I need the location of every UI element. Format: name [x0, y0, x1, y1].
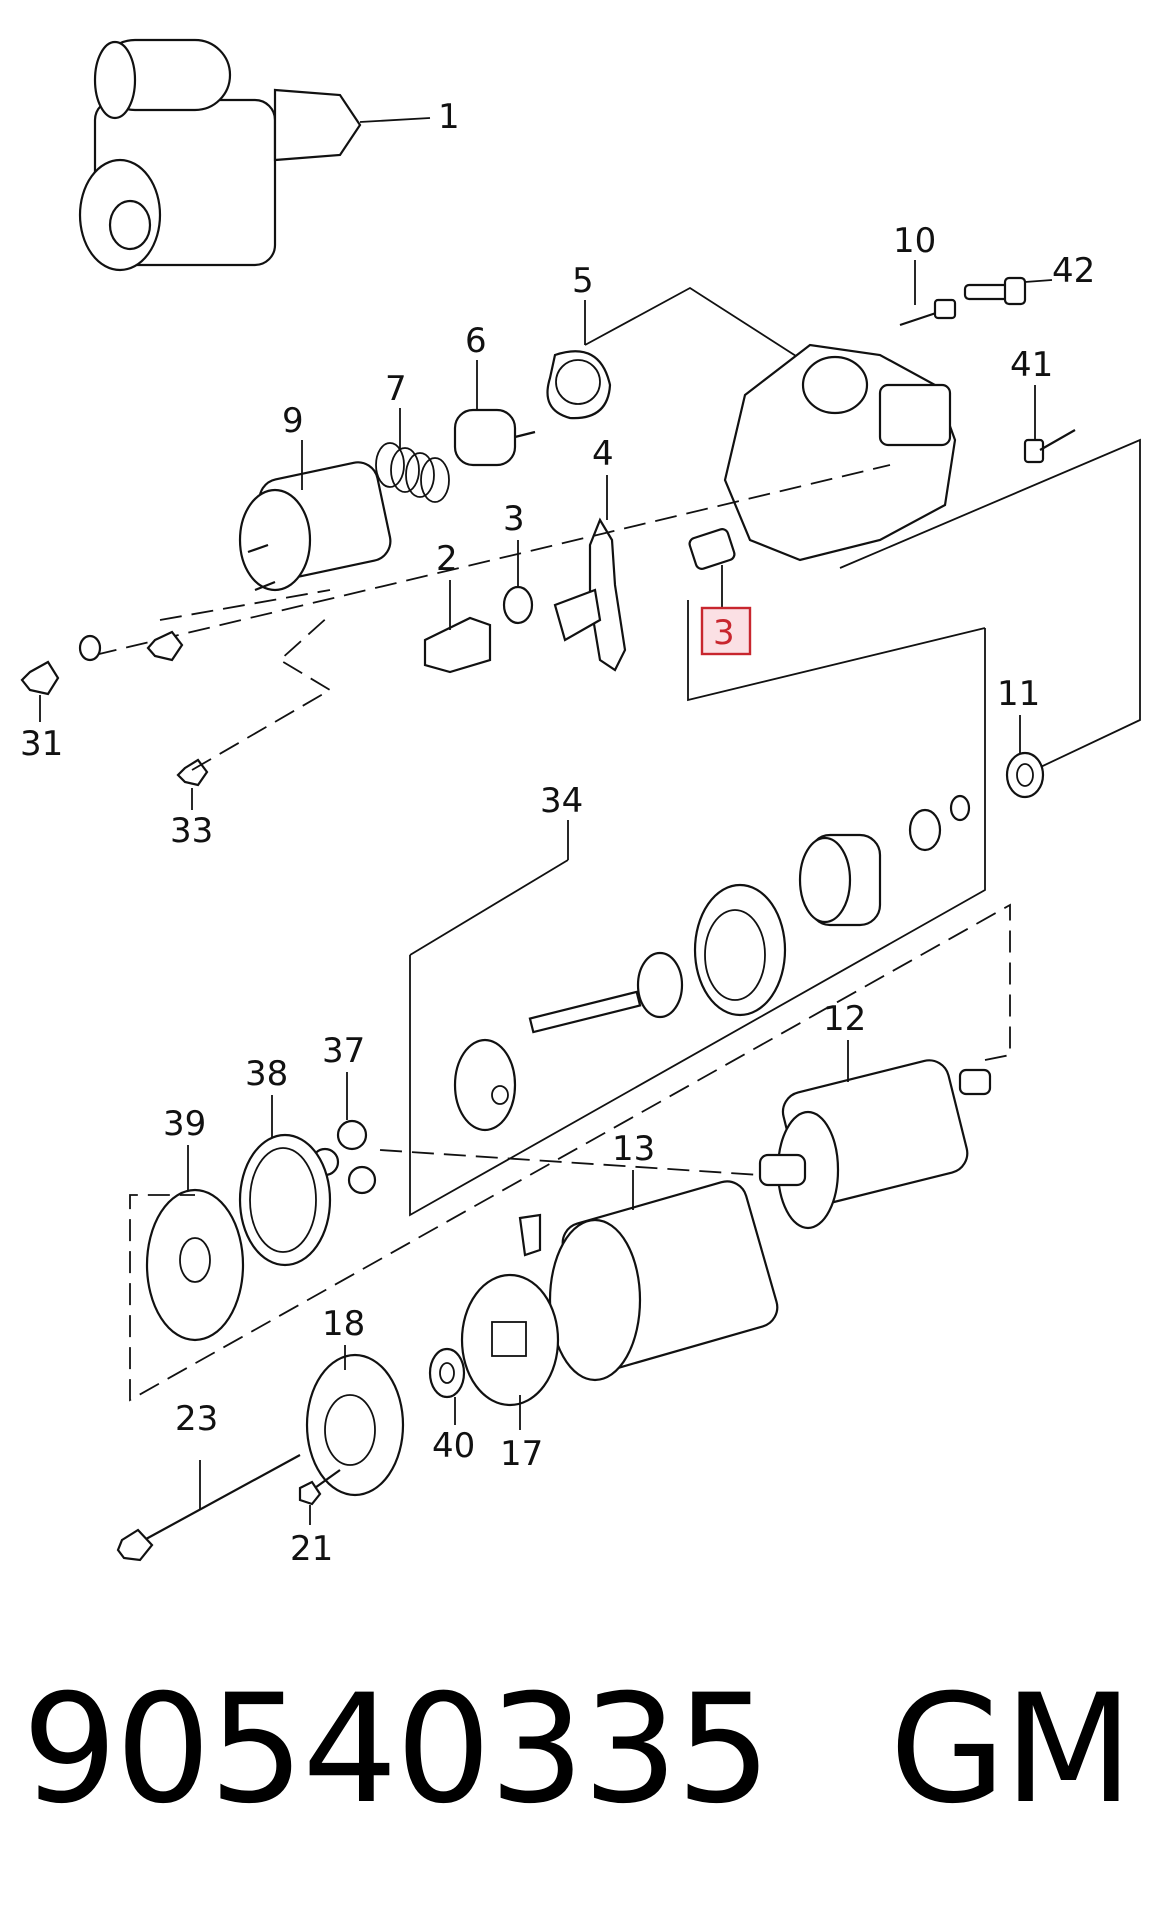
solenoid	[238, 461, 392, 592]
end-frame-21	[305, 1353, 405, 1497]
planet-gear-a	[336, 1119, 368, 1151]
block-6	[423, 616, 492, 674]
callout-31: 31	[20, 724, 63, 764]
ring-13	[1005, 751, 1045, 799]
ring-gear-38	[238, 1133, 332, 1267]
ring-13-inner	[1016, 763, 1034, 787]
brush-holder-18	[460, 1213, 560, 1407]
end-frame-21-hub	[324, 1394, 376, 1466]
leader-42	[1024, 279, 1053, 283]
bracket-34-top	[409, 859, 569, 956]
end-plate-39-hub	[179, 1237, 211, 1283]
spring	[375, 442, 450, 503]
callout-3: 3	[713, 613, 735, 653]
callout-37: 37	[322, 1031, 365, 1071]
end-plate-39	[145, 1188, 245, 1342]
callout-10: 9	[282, 401, 304, 441]
drive-end-housing	[723, 343, 957, 562]
callout-41: 41	[1010, 345, 1053, 385]
through-bolt-24-head	[116, 1528, 154, 1562]
callout-9: 7	[385, 369, 407, 409]
brand-name: GM	[889, 1663, 1133, 1837]
nut-31	[20, 660, 60, 696]
axis-solenoid	[159, 589, 331, 621]
bracket-34	[409, 628, 986, 1217]
callout-39: 39	[163, 1104, 206, 1144]
callout-42: 42	[1052, 251, 1095, 291]
leader-33-dash	[191, 614, 332, 771]
screw-23-head	[298, 1480, 322, 1506]
ring-gear-38-inner	[249, 1147, 317, 1253]
planetary-gear-assembly	[453, 808, 942, 1132]
axis-upper	[94, 464, 891, 656]
callout-4: 4	[592, 434, 614, 474]
callout-40: 40	[432, 1426, 475, 1466]
callout-38: 38	[245, 1054, 288, 1094]
callout-34: 34	[540, 781, 583, 821]
callout-17: 13	[612, 1129, 655, 1169]
part-number: 90540335	[22, 1663, 771, 1837]
callout-1: 1	[438, 97, 460, 137]
callout-33: 33	[170, 811, 213, 851]
footer-caption: 90540335 GM	[22, 1640, 1142, 1860]
nut-31b	[146, 630, 184, 662]
washer-31	[78, 634, 102, 662]
bolt-11	[899, 298, 957, 327]
bracket-41	[839, 438, 1141, 773]
planet-gear-c	[347, 1165, 377, 1195]
through-bolt-24	[134, 1454, 301, 1546]
washer-5	[502, 585, 534, 625]
bearing-40-inner	[439, 1362, 455, 1384]
callout-23: 21	[290, 1529, 333, 1569]
axis-lower	[379, 1149, 761, 1176]
callout-12: 12	[823, 999, 866, 1039]
armature-12	[758, 1059, 992, 1230]
bracket-7	[584, 286, 811, 366]
callout-18: 17	[500, 1434, 543, 1474]
bearing-40	[428, 1347, 466, 1399]
gasket	[546, 350, 612, 420]
motor-housing-17	[548, 1180, 779, 1382]
callout-21: 18	[322, 1304, 365, 1344]
callout-11: 10	[893, 221, 936, 261]
callout-13: 11	[997, 674, 1040, 714]
pinion-3	[688, 528, 736, 570]
exploded-parts-diagram: 1 5 10 42 41 6	[20, 38, 1141, 1569]
callout-8: 6	[465, 321, 487, 361]
callout-7: 5	[572, 261, 594, 301]
bracket-3	[687, 600, 986, 702]
callout-5: 3	[503, 499, 525, 539]
bracket-12	[129, 903, 1011, 1402]
plunger	[453, 408, 536, 467]
callout-24: 23	[175, 1399, 218, 1439]
highlight-box-3	[700, 606, 752, 656]
screw-23	[311, 1469, 341, 1491]
snap-ring	[949, 794, 971, 822]
bolt-41	[1023, 429, 1076, 464]
bolt-42	[963, 276, 1027, 306]
shift-lever	[553, 517, 627, 672]
starter-motor-assembly	[78, 38, 431, 272]
